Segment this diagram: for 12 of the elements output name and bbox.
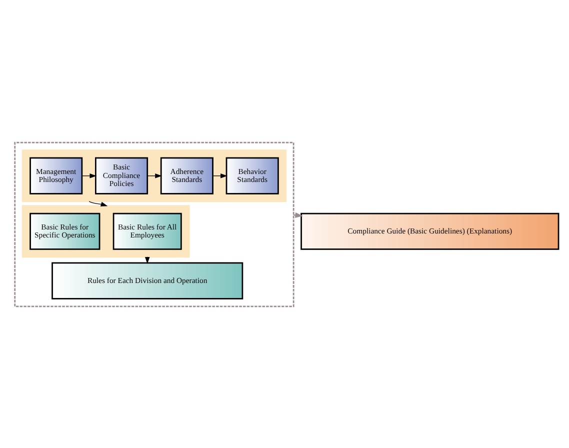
- node-box: Basic Rules for All Employees: [112, 212, 182, 250]
- node-box: Basic Compliance Policies: [95, 156, 148, 194]
- cluster: [14, 141, 294, 307]
- node-box: Rules for Each Division and Operation: [52, 262, 244, 299]
- arrow: [88, 200, 108, 206]
- node-box: Adherence Standards: [160, 156, 214, 194]
- arrow: [294, 212, 303, 218]
- node-box: Compliance Guide (Basic Guidelines) (Explanations): [300, 212, 560, 250]
- node-box: Basic Rules for Specific Operations: [30, 212, 100, 250]
- node-box: Behavior Standards: [226, 156, 279, 194]
- node-box: Management Philosophy: [30, 156, 83, 194]
- cluster: [22, 149, 287, 202]
